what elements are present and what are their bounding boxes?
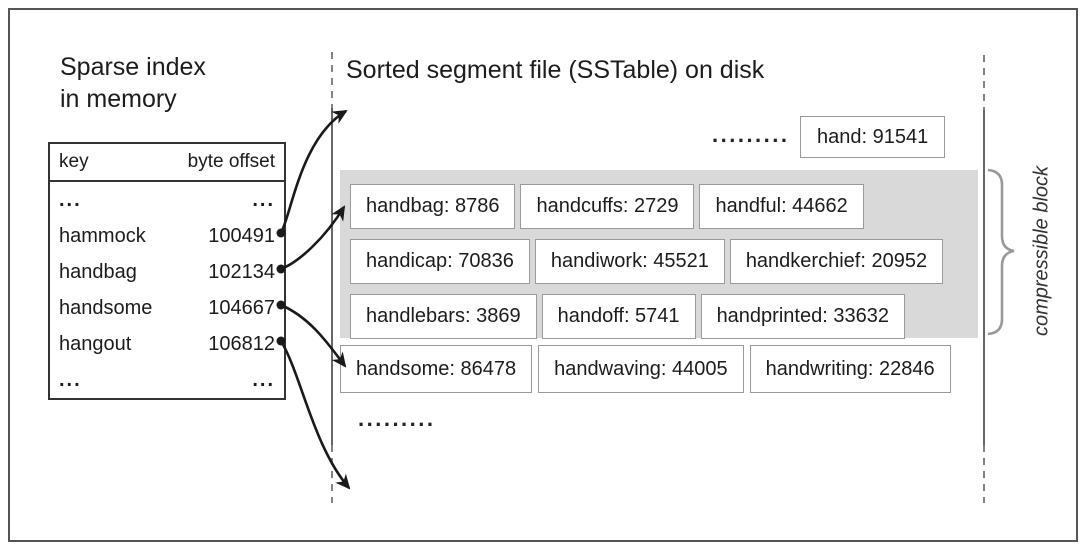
row-offset: ... — [252, 188, 275, 211]
segment-entry: hand: 91541 — [800, 116, 946, 158]
compressible-block: handbag: 8786 handcuffs: 2729 handful: 4… — [340, 170, 978, 339]
segment-entry: handoff: 5741 — [541, 294, 696, 339]
ellipsis-dots: ......... — [712, 122, 790, 147]
row-offset: 104667 — [208, 296, 275, 319]
sstable-title: Sorted segment file (SSTable) on disk — [346, 56, 765, 84]
segment-row: handbag: 8786 handcuffs: 2729 handful: 4… — [350, 184, 978, 229]
figure-frame — [8, 8, 1078, 542]
row-offset: ... — [252, 368, 275, 391]
table-row: ... ... — [50, 362, 284, 398]
table-row: ... ... — [50, 182, 284, 218]
ellipsis-dots: ......... — [358, 406, 436, 431]
segment-entry: handwriting: 22846 — [749, 345, 951, 393]
row-key: handsome — [59, 296, 153, 319]
row-offset: 100491 — [208, 224, 275, 247]
segment-entry: handprinted: 33632 — [700, 294, 905, 339]
segment-entry: handlebars: 3869 — [350, 294, 537, 339]
sparse-index-title: Sparse index in memory — [60, 53, 206, 113]
table-row: handsome 104667 — [50, 290, 284, 326]
segment-row: handlebars: 3869 handoff: 5741 handprint… — [350, 294, 978, 339]
segment-entry: handicap: 70836 — [350, 239, 530, 284]
sparse-index-table: key byte offset ... ... hammock 100491 h… — [48, 142, 286, 400]
row-offset: 106812 — [208, 332, 275, 355]
row-key: handbag — [59, 260, 137, 283]
segment-entry: handcuffs: 2729 — [520, 184, 695, 229]
row-key: hangout — [59, 332, 132, 355]
segment-row: handicap: 70836 handiwork: 45521 handker… — [350, 239, 978, 284]
segment-entry: handsome: 86478 — [340, 345, 533, 393]
row-offset: 102134 — [208, 260, 275, 283]
segment-entry: handwaving: 44005 — [538, 345, 744, 393]
table-row: hammock 100491 — [50, 218, 284, 254]
col-byte-offset: byte offset — [187, 151, 275, 172]
compressible-block-label: compressible block — [1030, 165, 1053, 337]
table-row: handbag 102134 — [50, 254, 284, 290]
segment-entry: handful: 44662 — [699, 184, 864, 229]
row-key: ... — [59, 188, 82, 211]
index-table-header: key byte offset — [50, 144, 284, 182]
segment-entry: handbag: 8786 — [350, 184, 516, 229]
row-key: hammock — [59, 224, 146, 247]
segment-entry: handkerchief: 20952 — [729, 239, 944, 284]
row-key: ... — [59, 368, 82, 391]
segment-row: handsome: 86478 handwaving: 44005 handwr… — [340, 345, 951, 393]
segment-entry: handiwork: 45521 — [534, 239, 725, 284]
table-row: hangout 106812 — [50, 326, 284, 362]
col-key: key — [59, 151, 89, 172]
